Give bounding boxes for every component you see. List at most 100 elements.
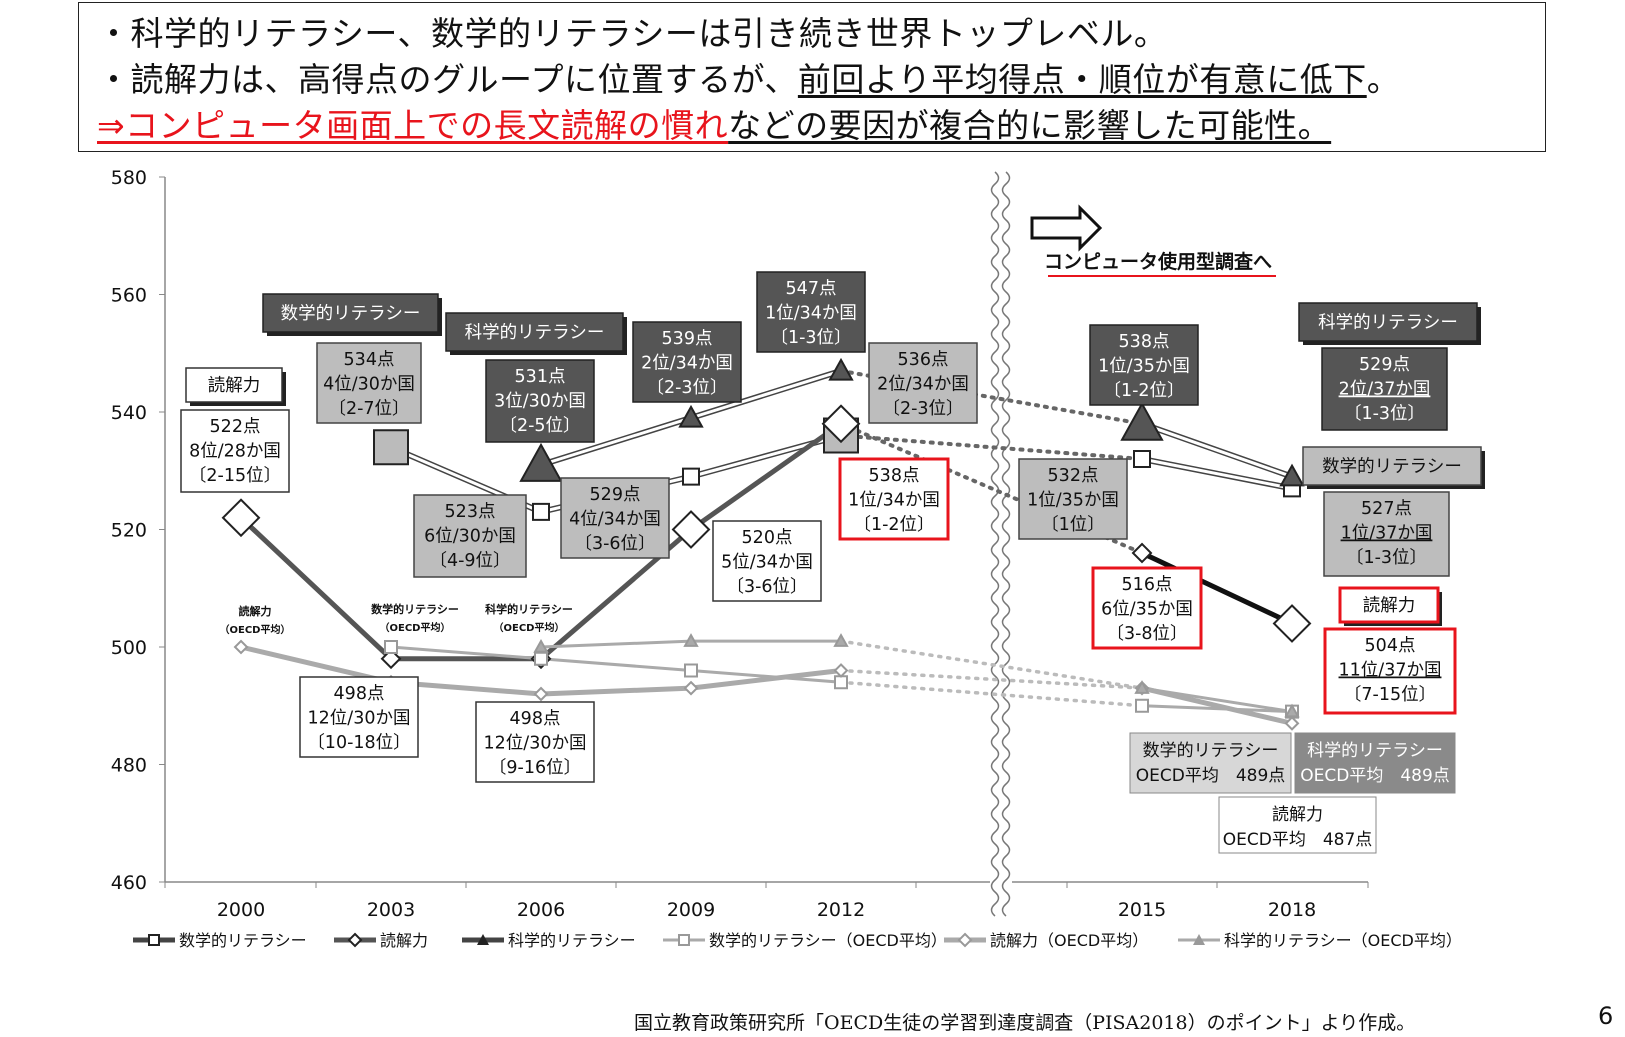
headline-line-1: ・科学的リテラシー、数学的リテラシーは引き続き世界トップレベル。 [97,11,1545,57]
callout-text-r2012-2: 〔1-2位〕 [853,515,934,535]
legend-marker-5 [1193,934,1205,945]
marker-math [682,467,700,486]
callout-text-m2015-0: 532点 [1048,466,1099,486]
marker-reading [1131,542,1153,564]
y-tick-label: 500 [111,637,147,659]
callout-text-r2009-0: 520点 [742,528,793,548]
callout-box-s2015 [1089,324,1199,406]
x-tick-label: 2006 [517,899,565,921]
callout-text-m2012-0: 536点 [898,350,949,370]
oecd-label-math-2: （OECD平均） [380,621,451,634]
callout-box-m2015 [1018,458,1128,540]
callout-text-s2006-0: 531点 [515,367,566,387]
callout-text-r2006-1: 12位/30か国 [484,734,587,754]
callout-text-s2012-2: 〔1-3位〕 [770,328,851,348]
legend-marker-3 [678,934,690,946]
callout-text-s2006-1: 3位/30か国 [494,392,586,412]
headline-line-3a: ⇒コンピュータ画面上での長文読解の慣れ [97,106,729,145]
callout-text-r2003-1: 12位/30か国 [308,709,411,729]
undefined-l2: OECD平均 489点 [1300,766,1450,786]
callout-text-r2018-0: 504点 [1365,636,1416,656]
label-math-2003 [262,293,439,333]
marker-reading [221,498,261,538]
marker-science [1279,463,1305,487]
label-science-2006 [445,312,624,352]
callout-text-s2012-0: 547点 [786,279,837,299]
label-reading-2000-text: 読解力 [208,376,261,396]
x-tick-label: 2015 [1118,899,1166,921]
callout-text-s2009-0: 539点 [662,329,713,349]
x-tick-label: 2000 [217,899,265,921]
legend-marker-4 [957,932,973,948]
marker-oecd-reading [233,639,249,655]
label-reading-2000 [185,367,283,403]
marker-math [373,429,409,466]
callout-text-m2003-0: 534点 [344,350,395,370]
arrow-right-icon [1030,204,1103,252]
callout-text-s2012-1: 1位/34か国 [765,304,857,324]
series-line-b-inner-0 [1141,457,1293,490]
callout-text-m2012-2: 〔2-3位〕 [882,399,963,419]
mode-change-label: コンピュータ使用型調査へ [1044,250,1272,273]
oecd-label-sci-1: 科学的リテラシー [485,602,573,616]
undefined-l2: OECD平均 489点 [1136,766,1286,786]
marker-oecd-science [533,638,549,653]
marker-oecd-math [834,675,848,690]
legend-marker-1 [347,932,363,948]
callout-text-m2006-0: 523点 [445,502,496,522]
y-tick-label: 520 [111,520,147,542]
callout-text-m2006-2: 〔4-9位〕 [429,551,510,571]
x-tick-label: 2009 [667,899,715,921]
series-line-b-inner-2 [1141,422,1293,479]
legend-label-0: 数学的リテラシー [179,931,307,950]
marker-reading [671,510,711,549]
callout-box-r2009 [712,520,822,602]
y-tick-label: 580 [111,167,147,189]
callout-text-r2009-2: 〔3-6位〕 [726,577,807,597]
callout-text-r2000-0: 522点 [210,417,261,437]
callout-box-s2006 [485,359,595,443]
callout-text-m2018-1: 1位/37か国 [1341,524,1433,544]
label-reading-2018-text: 読解力 [1363,596,1416,616]
undefined-l1: 科学的リテラシー [1307,741,1443,761]
marker-oecd-math [384,640,398,654]
label-science-2018-text: 科学的リテラシー [1318,313,1458,333]
marker-reading [380,648,402,670]
callout-box-m2012 [868,342,978,424]
marker-oecd-math [1135,698,1149,713]
headline-box: ・科学的リテラシー、数学的リテラシーは引き続き世界トップレベル。 ・読解力は、高… [78,2,1546,152]
callout-text-r2006-2: 〔9-16位〕 [489,758,581,778]
callout-text-s2015-1: 1位/35か国 [1098,357,1190,377]
callout-text-r2012-0: 538点 [869,466,920,486]
legend-label-5: 科学的リテラシー（OECD平均） [1224,931,1462,950]
series-gap-5 [839,639,1144,690]
marker-oecd-reading [683,680,699,696]
x-tick-label: 2018 [1268,899,1316,921]
callout-box-r2003 [299,676,419,758]
callout-text-m2018-0: 527点 [1361,499,1412,519]
marker-oecd-science [833,633,849,647]
callout-box-m2009 [560,477,670,559]
oecd-label-reading-1: 読解力 [239,604,272,618]
series-line-b-3 [1141,704,1293,714]
headline-line-3b: などの要因が複合的に影響した可能性。 [728,106,1332,145]
headline-line-3: ⇒コンピュータ画面上での長文読解の慣れなどの要因が複合的に影響した可能性。 [97,103,1545,149]
headline-line-1-text: ・科学的リテラシー、数学的リテラシーは引き続き世界トップレベル。 [97,14,1168,53]
callout-text-m2018-2: 〔1-3位〕 [1346,548,1427,568]
callout-text-r2018-1: 11位/37か国 [1339,661,1442,681]
series-line-b-4 [1141,685,1293,726]
callout-text-m2009-1: 4位/34か国 [569,510,661,530]
marker-oecd-reading [533,686,549,702]
marker-science [828,357,854,381]
callout-text-m2009-2: 〔3-6位〕 [574,534,655,554]
series-line-3 [390,645,842,684]
y-tick-label: 540 [111,402,147,424]
axis-break-right [1001,171,1011,917]
callout-text-s2015-0: 538点 [1119,332,1170,352]
legend-marker-0 [148,934,160,946]
callout-text-s2018-1: 2位/37か国 [1339,380,1431,400]
y-tick-label: 560 [111,285,147,307]
oecd-label-reading-2: （OECD平均） [220,623,291,636]
x-tick-label: 2012 [817,899,865,921]
callout-text-s2006-2: 〔2-5位〕 [499,416,580,436]
